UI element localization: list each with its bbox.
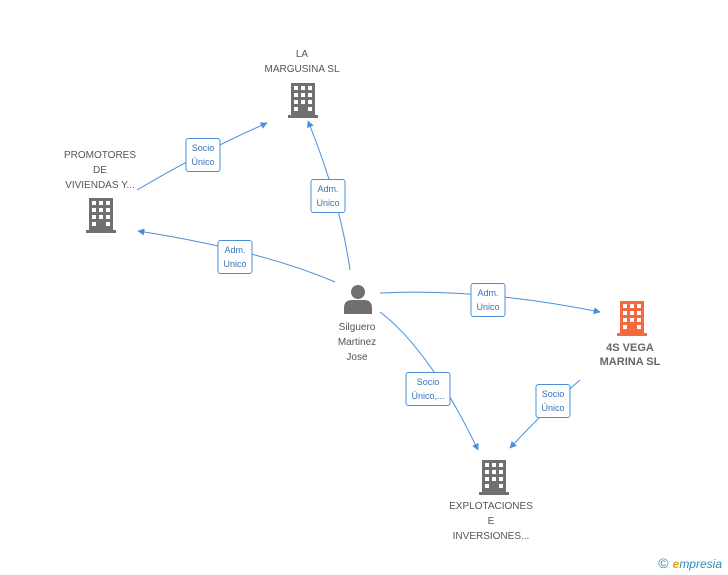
building-icon[interactable] [86,198,116,233]
edge-label-silguero-margusina[interactable]: Adm. Unico [310,179,346,213]
edge-silguero-explotaciones [379,311,479,451]
node-label-promotores[interactable]: PROMOTORES DE VIVIENDAS Y... [63,150,137,191]
building-icon[interactable] [617,301,647,336]
building-icon[interactable] [479,460,509,495]
edge-label-vega-explotaciones[interactable]: Socio Único [535,384,571,418]
edge-label-promotores-margusina[interactable]: Socio Único [185,138,221,172]
person-icon[interactable] [344,284,372,314]
brand-initial: e [672,557,680,571]
copyright-symbol: © [658,555,669,571]
edge-label-silguero-explotaciones[interactable]: Socio Único,... [405,372,451,406]
building-icon[interactable] [288,83,318,118]
edge-label-silguero-vega[interactable]: Adm. Unico [470,283,506,317]
empresia-watermark: ©empresia [658,555,722,571]
node-label-margusina[interactable]: LA MARGUSINA SL [264,49,340,75]
node-label-vega[interactable]: 4S VEGA MARINA SL [599,342,661,368]
node-label-explotaciones[interactable]: EXPLOTACIONES E INVERSIONES... [449,501,533,542]
edge-label-silguero-promotores[interactable]: Adm. Unico [217,240,253,274]
node-label-silguero[interactable]: Silguero Martinez Jose [337,322,377,363]
brand-name: mpresia [679,557,722,571]
